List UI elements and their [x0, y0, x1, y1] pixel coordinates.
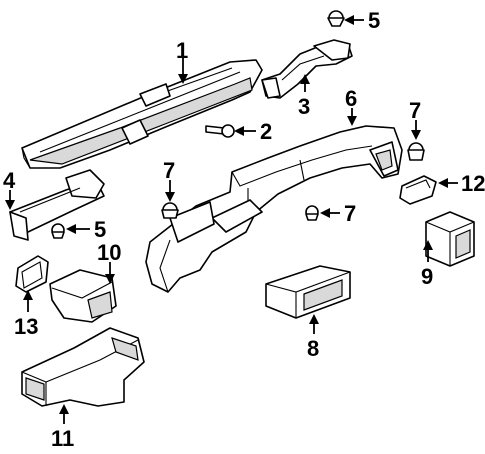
part-9-register: [425, 211, 475, 267]
callout-5-left: 5: [94, 217, 106, 242]
callout-1: 1: [176, 38, 188, 63]
part-5-clip-left: [51, 223, 65, 239]
leader-3: [300, 74, 310, 92]
leader-12: [438, 178, 458, 188]
callout-2: 2: [260, 119, 272, 144]
callout-13: 13: [14, 314, 38, 339]
part-7-clip-lower: [305, 205, 319, 221]
leader-7b: [165, 180, 175, 202]
leader-6: [347, 108, 357, 126]
callout-4: 4: [3, 168, 16, 193]
callout-7-center: 7: [163, 158, 175, 183]
part-4-left-duct: [9, 169, 105, 241]
part-7-clip-right: [407, 142, 425, 161]
part-11-floor-duct: [21, 327, 145, 407]
leader-11: [59, 404, 69, 424]
leader-13: [23, 290, 33, 312]
leader-9: [423, 240, 433, 262]
part-5-clip-top: [327, 10, 345, 27]
leader-7c: [320, 208, 340, 218]
leader-4: [5, 190, 15, 210]
part-3-side-duct: [261, 39, 353, 99]
callout-5-top: 5: [368, 8, 380, 33]
callout-6: 6: [345, 86, 357, 111]
callout-9: 9: [421, 264, 433, 289]
part-2-screw: [205, 124, 235, 138]
callout-12: 12: [461, 171, 485, 196]
leader-5b: [66, 224, 90, 234]
part-1-defroster-duct: [21, 59, 263, 169]
part-7-clip-center: [161, 202, 179, 219]
leader-10: [105, 262, 115, 284]
callout-7-right: 7: [409, 98, 421, 123]
part-10-outlet: [49, 269, 117, 323]
callout-10: 10: [97, 240, 121, 265]
part-12-cover: [399, 175, 437, 205]
leader-1: [178, 58, 188, 84]
leader-2: [234, 126, 256, 136]
callout-11: 11: [51, 426, 74, 451]
part-6-main-duct: [145, 125, 403, 293]
part-8-floor-outlet: [265, 265, 351, 319]
callout-3: 3: [298, 94, 310, 119]
callout-8: 8: [307, 336, 319, 361]
part-13-grille: [15, 255, 49, 293]
leader-5a: [344, 15, 364, 25]
callout-7-lower: 7: [344, 201, 356, 226]
leader-7a: [411, 120, 421, 140]
leader-8: [309, 314, 319, 334]
